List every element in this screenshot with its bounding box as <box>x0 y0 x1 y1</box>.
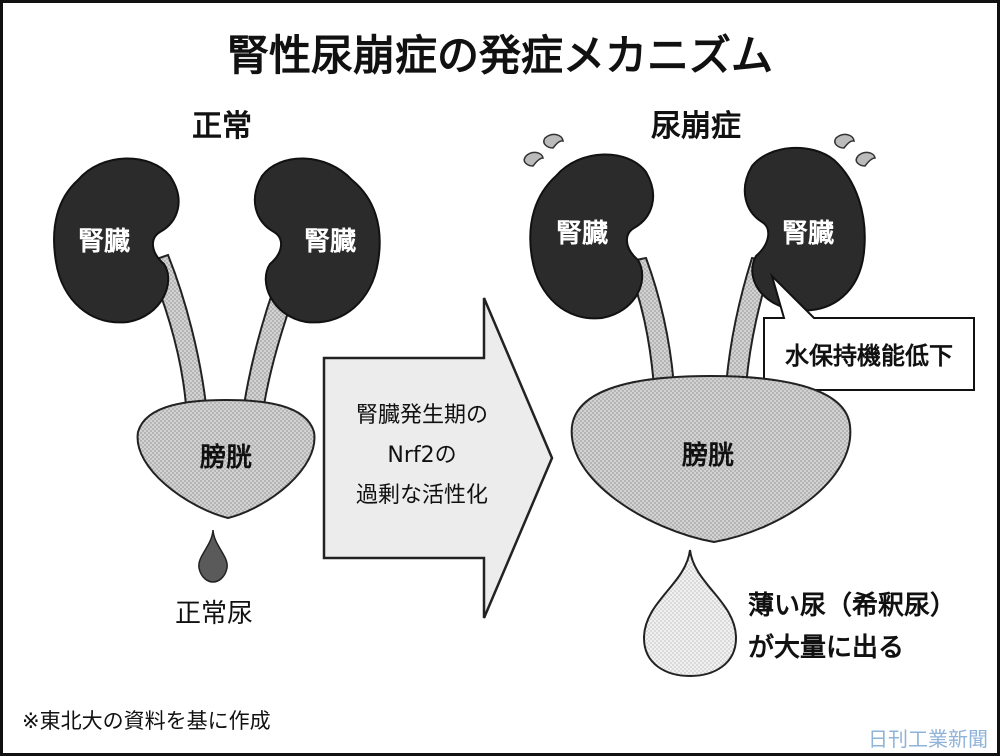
watermark: 日刊工業新聞 <box>868 727 988 751</box>
arrow-text-line2: Nrf2の <box>387 443 456 468</box>
disease-urine-label-line2: が大量に出る <box>748 632 904 663</box>
sweat-drop-icon <box>855 151 876 167</box>
sweat-drop-icon <box>834 133 855 149</box>
normal-urine-label: 正常尿 <box>175 599 253 629</box>
disease-urine-drop <box>642 549 738 678</box>
disease-kidney-left-label: 腎臓 <box>556 219 608 249</box>
disease-bladder-label: 膀胱 <box>681 440 734 471</box>
arrow-text-line3: 過剰な活性化 <box>356 483 488 508</box>
normal-kidney-right-label: 腎臓 <box>304 227 356 257</box>
process-arrow <box>322 297 554 619</box>
normal-kidney-left-label: 腎臓 <box>78 227 130 257</box>
normal-kidney-right <box>253 157 381 324</box>
diagram-title: 腎性尿崩症の発症メカニズム <box>227 31 773 80</box>
disease-kidney-right <box>743 146 866 312</box>
sweat-drop-icon <box>543 133 564 149</box>
disease-kidney-left <box>529 153 655 320</box>
normal-kidney-left <box>53 157 180 324</box>
arrow-text-line1: 腎臓発生期の <box>356 403 488 428</box>
disease-bladder <box>570 374 852 544</box>
disease-kidney-right-label: 腎臓 <box>782 219 834 249</box>
callout-text: 水保持機能低下 <box>785 342 953 370</box>
normal-urine-drop <box>198 529 228 583</box>
normal-heading: 正常 <box>192 109 252 144</box>
sweat-drop-icon <box>523 151 544 167</box>
disease-urine-label-line1: 薄い尿（希釈尿） <box>748 590 956 621</box>
disease-heading: 尿崩症 <box>651 109 741 144</box>
source-note: ※東北大の資料を基に作成 <box>22 709 271 733</box>
normal-bladder-label: 膀胱 <box>199 442 252 473</box>
normal-bladder <box>136 398 316 520</box>
